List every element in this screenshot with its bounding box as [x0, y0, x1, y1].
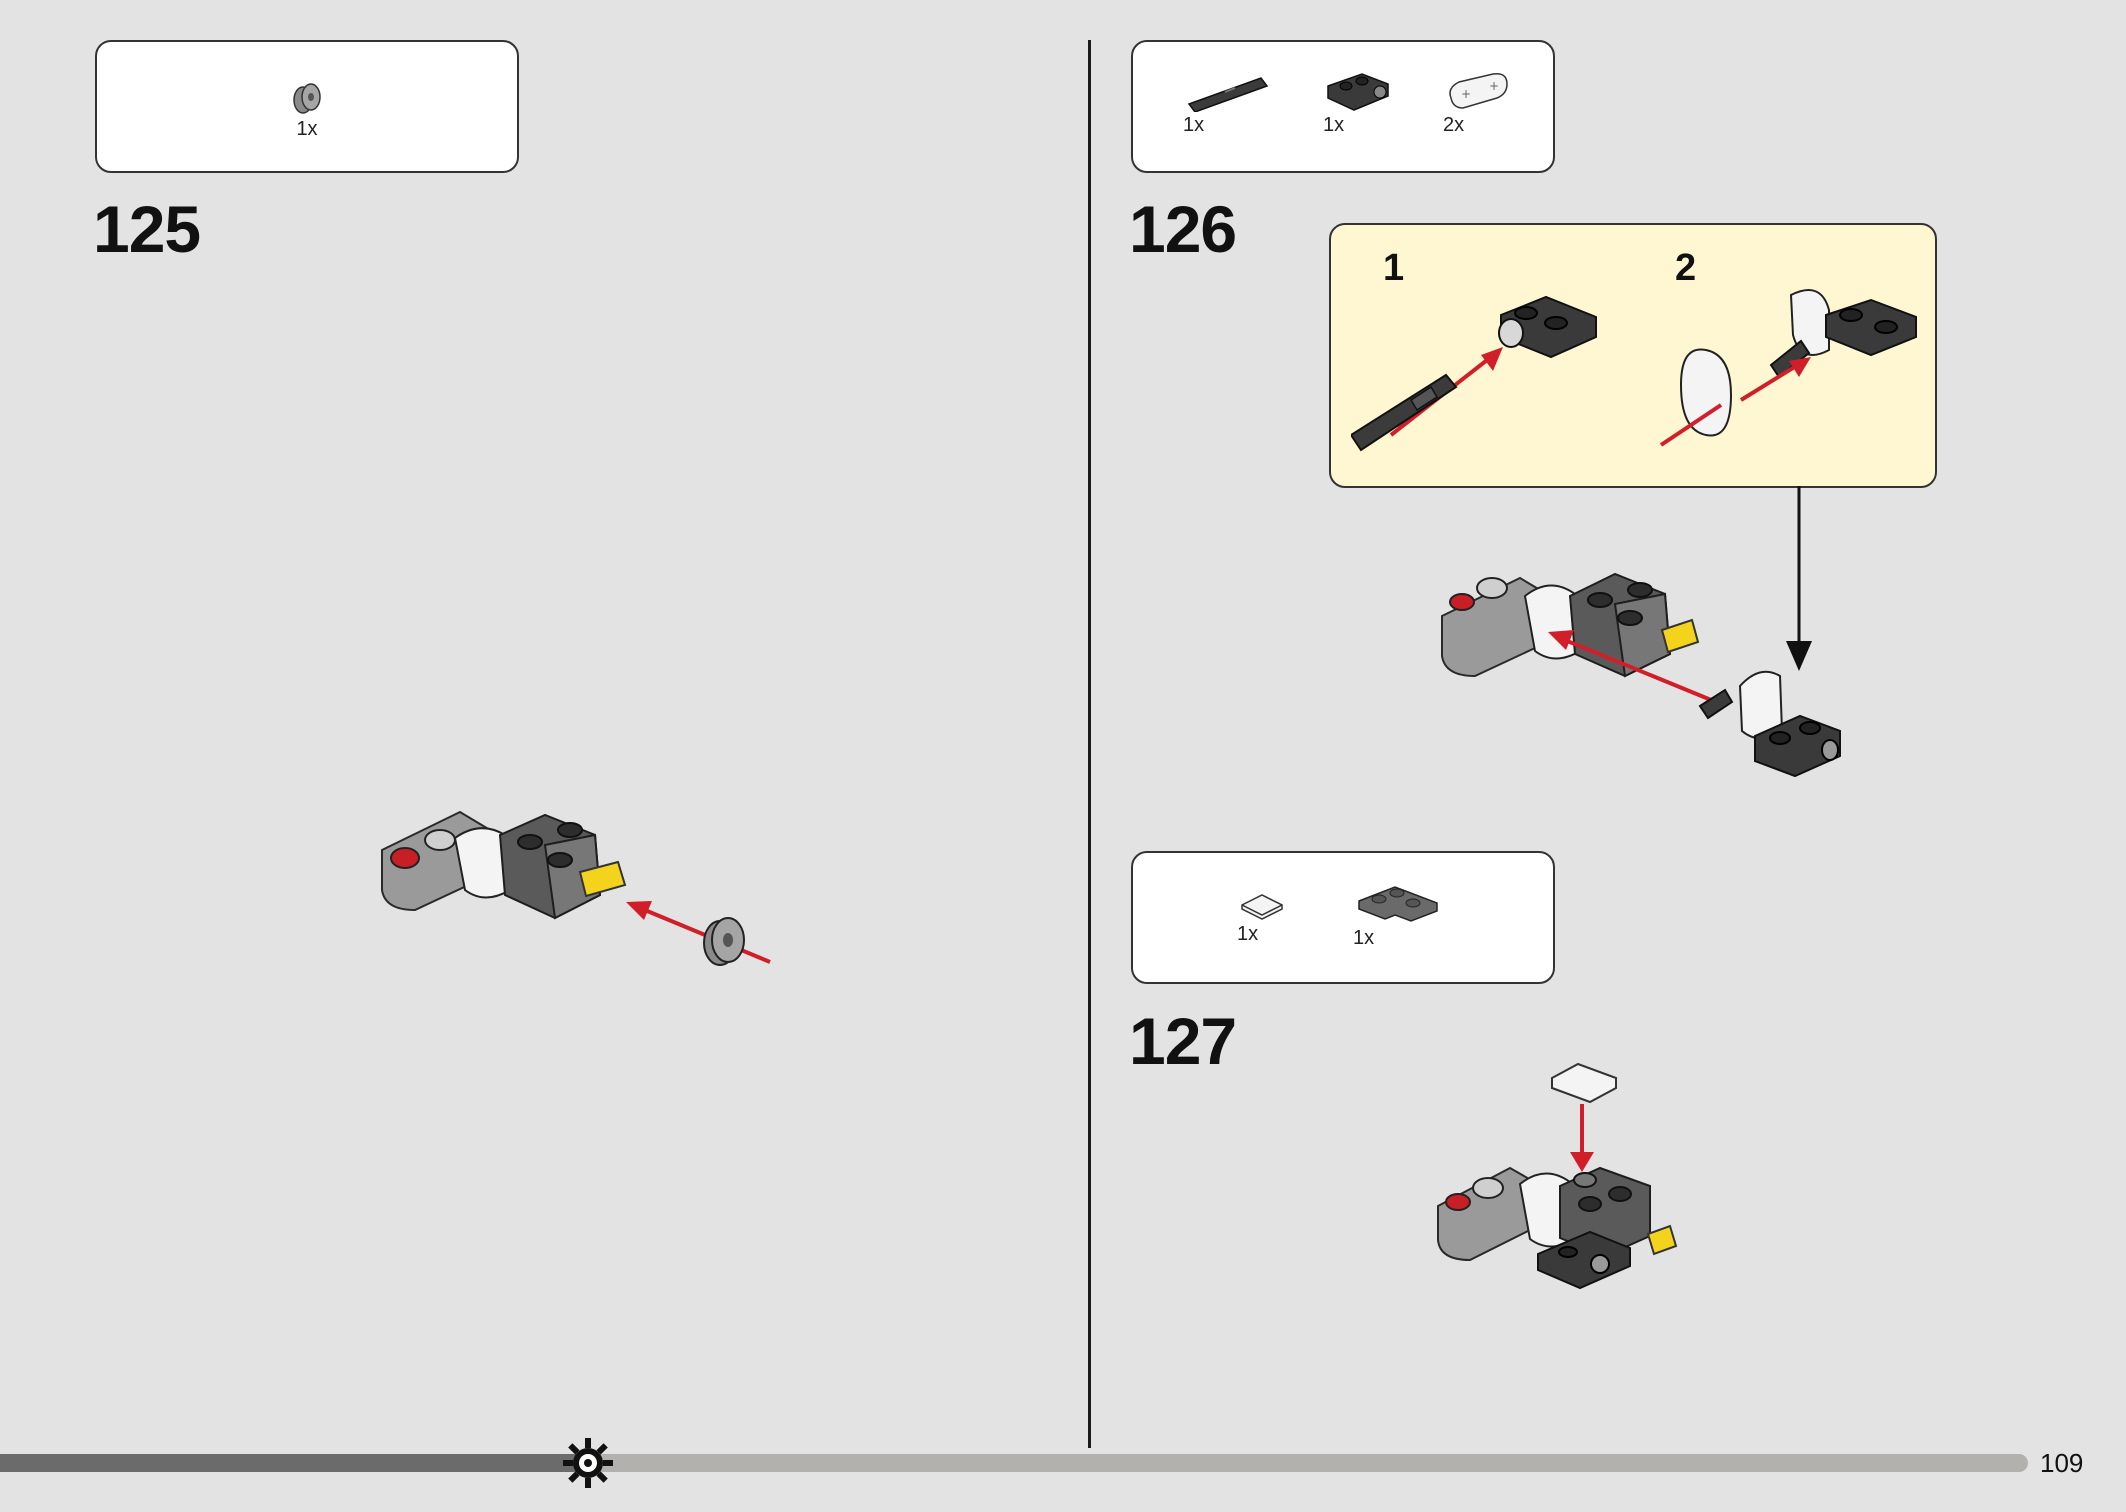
step-number-126: 126	[1129, 192, 1237, 266]
gear-icon	[563, 1438, 613, 1488]
progress-bar	[0, 1454, 2028, 1472]
subassembly-callout: 1 2	[1329, 223, 1937, 488]
step-number-127: 127	[1129, 1004, 1237, 1078]
step-125-illustration	[381, 810, 771, 966]
page-divider	[1088, 40, 1091, 1448]
substep-2-illustration	[1659, 289, 1917, 447]
part-axle: 1x	[1183, 72, 1273, 136]
plate-with-hole-icon	[1327, 73, 1389, 111]
bushing-icon	[293, 83, 321, 114]
step-number-125: 125	[93, 192, 201, 266]
part-plate-with-hole: 1x	[1323, 70, 1393, 136]
parts-list-step-126: 1x 1x + + 2x	[1131, 40, 1555, 173]
step-126-illustration	[1441, 572, 1841, 778]
svg-text:+: +	[1461, 87, 1471, 101]
substep-1-illustration	[1351, 295, 1597, 452]
step-127-illustration	[1437, 1062, 1678, 1290]
part-quantity: 1x	[296, 118, 318, 140]
svg-text:+: +	[1489, 79, 1499, 93]
substep-number-1: 1	[1383, 247, 1405, 289]
part-corner-plate: 1x	[1353, 883, 1443, 949]
part-quantity: 2x	[1443, 114, 1465, 136]
part-tile: 1x	[1237, 891, 1287, 945]
tile-icon	[1241, 894, 1283, 920]
part-bushing: 1x	[287, 82, 327, 140]
parts-list-step-127: 1x 1x	[1131, 851, 1555, 984]
part-quantity: 1x	[1353, 927, 1375, 949]
corner-plate-icon	[1358, 886, 1438, 922]
part-quantity: 1x	[1237, 923, 1259, 945]
substep-number-2: 2	[1675, 247, 1697, 289]
part-quantity: 1x	[1323, 114, 1345, 136]
callout-arrow	[1786, 486, 1812, 671]
page-number: 109	[2040, 1448, 2084, 1478]
axle-icon	[1187, 77, 1269, 112]
progress-bar-fill	[0, 1454, 588, 1472]
part-quantity: 1x	[1183, 114, 1205, 136]
thin-liftarm-icon: + +	[1449, 72, 1508, 109]
part-thin-liftarm: + + 2x	[1443, 70, 1513, 136]
parts-list-step-125: 1x	[95, 40, 519, 173]
